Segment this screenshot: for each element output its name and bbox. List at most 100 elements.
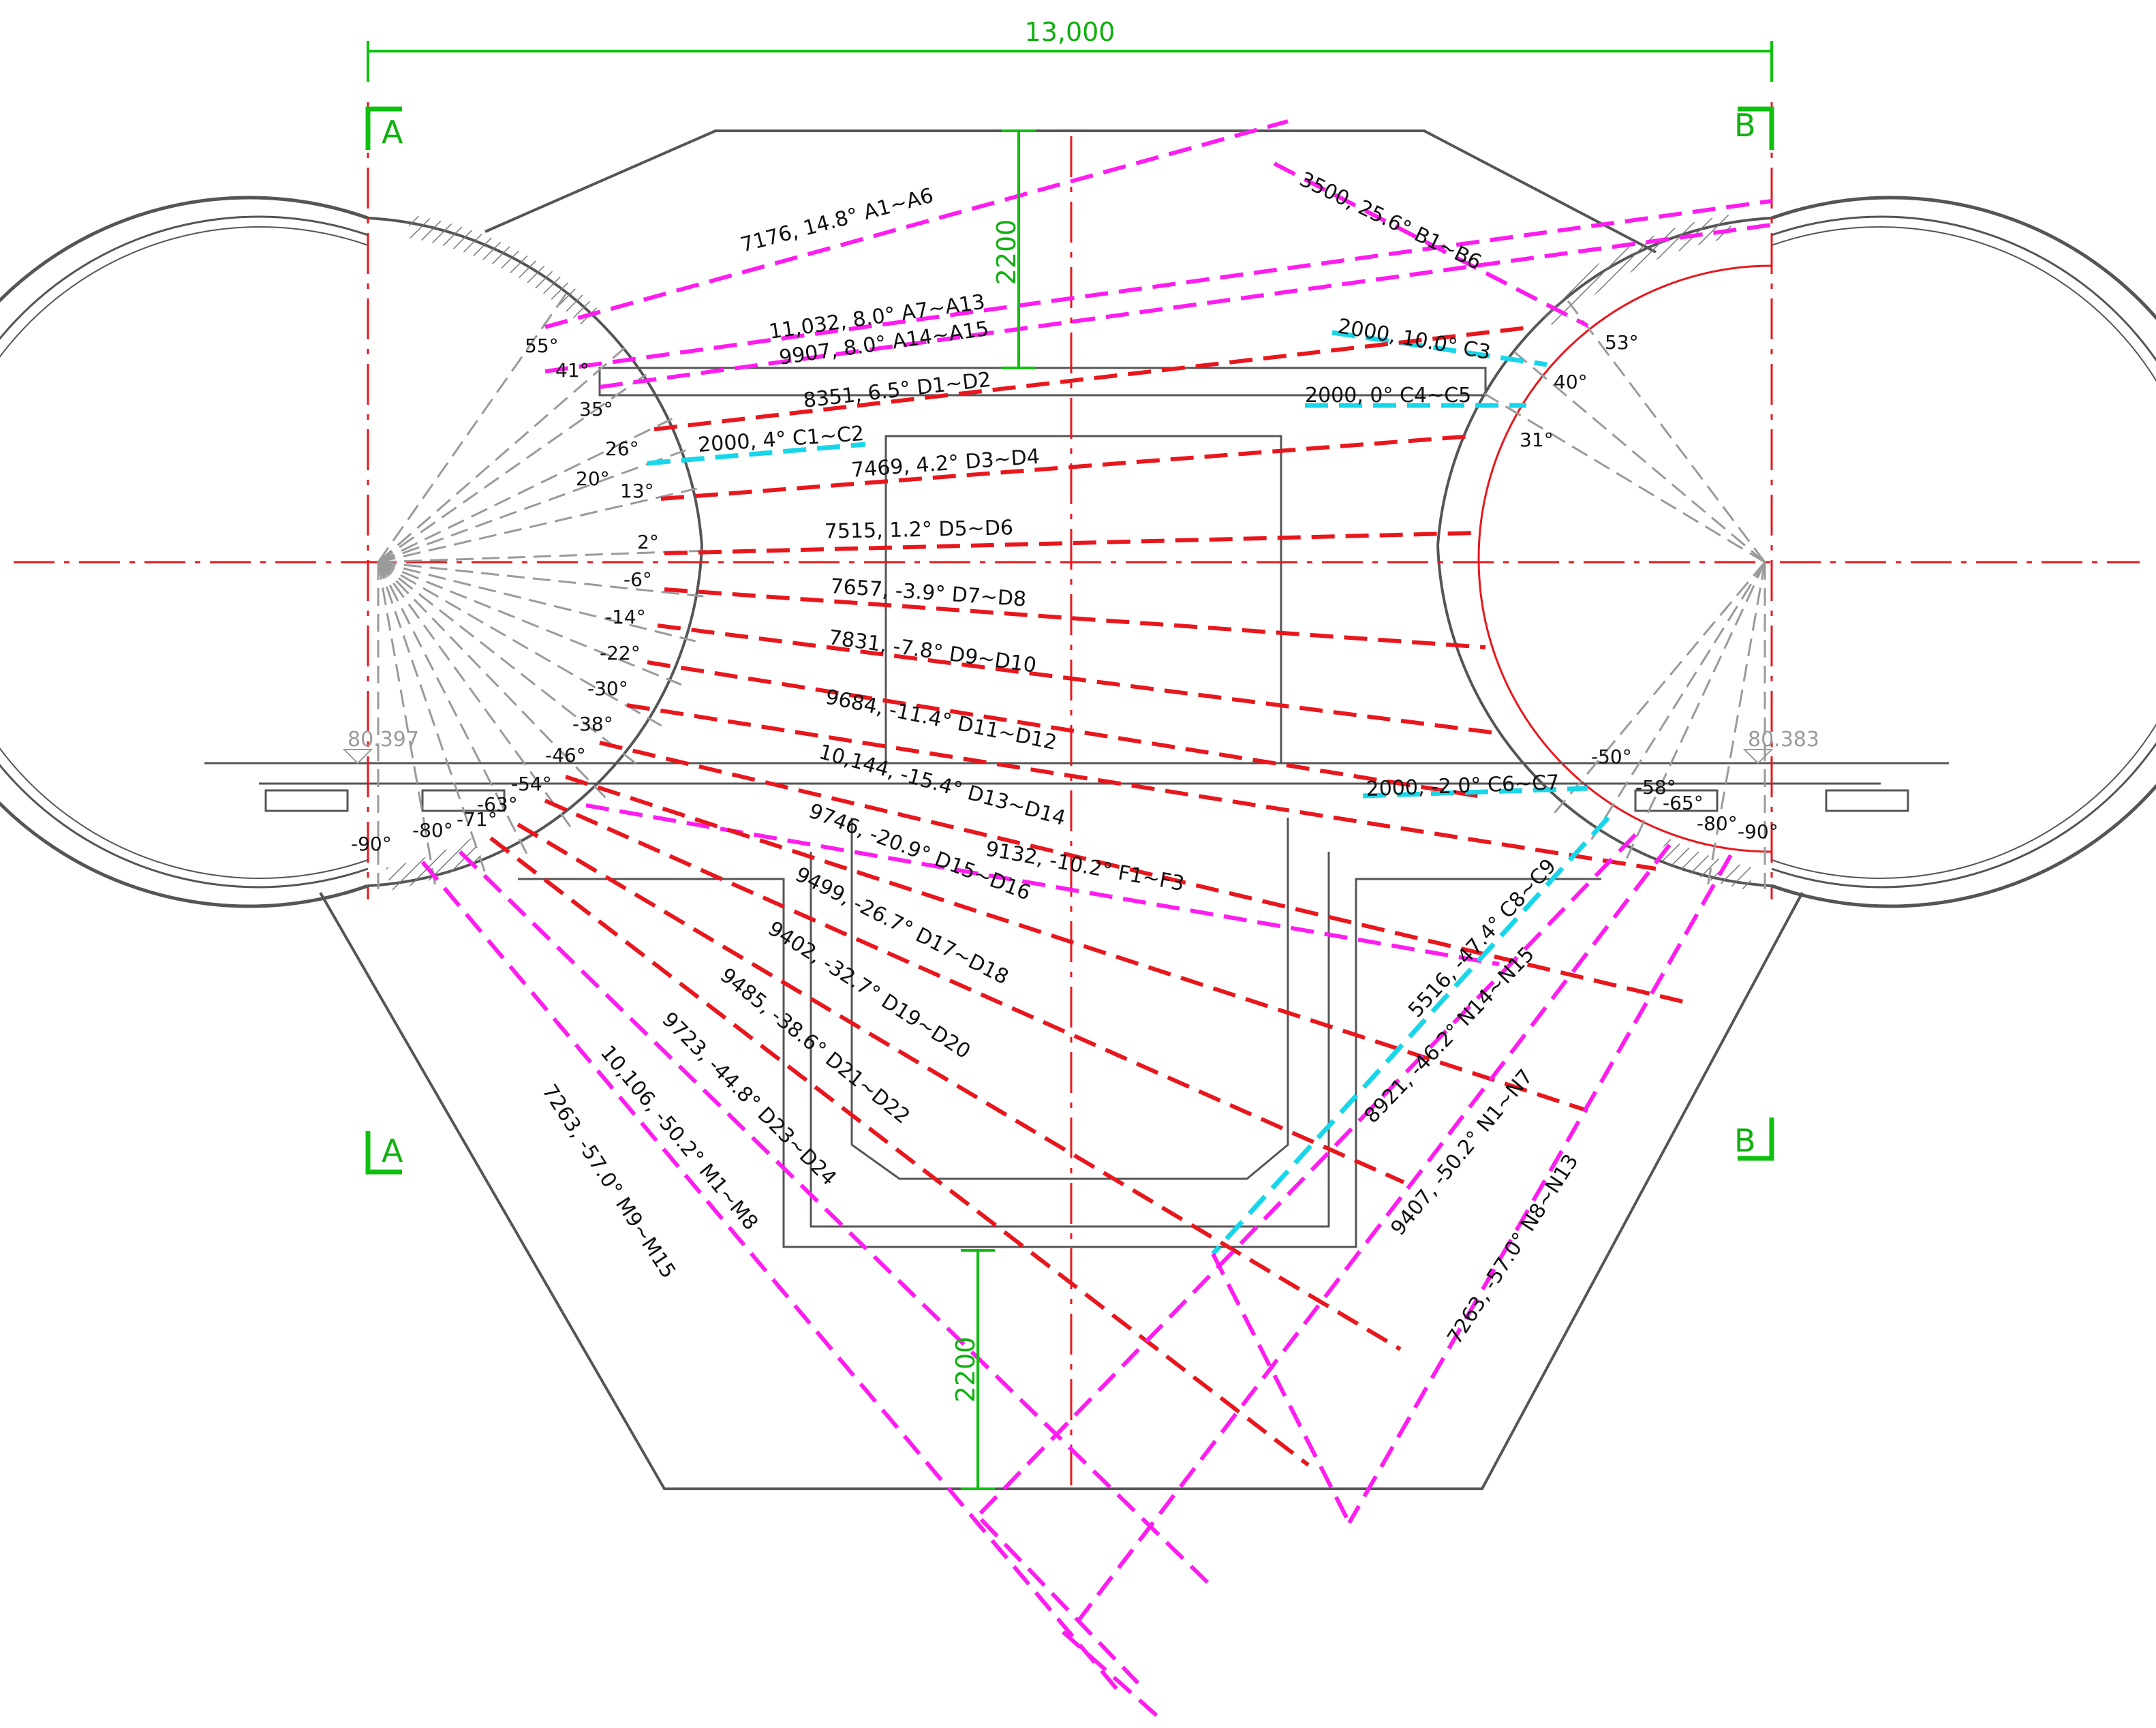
anchor-label: 9684, -11.4° D11~D12 — [823, 685, 1058, 756]
anchor-line-d19-d20 — [544, 799, 1405, 1184]
left-angle-label: 35° — [579, 398, 613, 420]
anchor-line-m1-m8 — [458, 850, 1215, 1590]
cavern-outline — [0, 129, 2156, 1490]
anchor-label: 7263, -57.0° N8~N13 — [1443, 1150, 1583, 1349]
anchor-line-d15-d16 — [599, 741, 1684, 1004]
anchor-label: 7657, -3.9° D7~D8 — [829, 574, 1027, 612]
dimension-top-height-label: 2200 — [991, 219, 1021, 286]
section-label-b-top: B — [1734, 107, 1756, 144]
anchor-line-n8-n13 — [1347, 854, 1733, 1524]
anchor-line-d13-d14 — [626, 703, 1657, 871]
angle-guide-ray — [378, 561, 662, 727]
left-angle-label: -22° — [600, 642, 641, 664]
upper-slab — [598, 367, 1487, 397]
anchor-line-n14-n15 — [972, 833, 1637, 1522]
anchor-line-d21-d22 — [517, 822, 1402, 1351]
anchor-label: 8351, 6.5° D1~D2 — [802, 368, 992, 413]
right-angle-labels: 53° 40° 31° -50° -58° -65° -80° -90° — [1520, 331, 1778, 843]
elevation-left-marker — [342, 749, 373, 765]
angle-guide-ray — [377, 293, 567, 563]
dimension-bottom-height — [961, 1249, 995, 1490]
left-angle-label: -63° — [477, 793, 518, 816]
left-angle-label: 13° — [620, 480, 654, 502]
section-marker-a-top — [365, 106, 402, 150]
right-rail-block-2 — [1825, 789, 1909, 812]
angle-guide-ray — [378, 549, 705, 564]
right-angle-label: -80° — [1697, 812, 1738, 835]
angle-guide-ray — [378, 561, 696, 643]
left-angle-label: -71° — [457, 808, 497, 831]
left-angle-label: 41° — [555, 359, 589, 382]
anchor-line-c1-c2 — [647, 442, 866, 466]
angle-guide-ray — [1625, 561, 1766, 859]
angle-guide-ray — [1554, 561, 1766, 814]
angle-guide-ray — [378, 561, 637, 765]
anchor-line-d17-d18 — [565, 775, 1588, 1113]
anchor-line-d7-d8 — [664, 587, 1486, 649]
anchor-line-c3 — [1331, 330, 1547, 367]
angle-guide-ray — [378, 561, 704, 598]
left-tunnel-ring — [0, 196, 703, 908]
angle-guide-ray — [1483, 392, 1766, 564]
dimension-width — [367, 41, 1773, 82]
elevation-right-marker — [1742, 749, 1774, 765]
anchor-label: 2000, 10.0° C3 — [1336, 314, 1492, 365]
left-angle-label: 20° — [576, 467, 610, 490]
elevation-right: 80.383 — [1748, 728, 1819, 752]
angle-guides — [377, 293, 1766, 889]
section-marker-b-top — [1738, 106, 1774, 150]
drainage-pit-outer — [518, 878, 1601, 1248]
angle-guide-ray — [377, 561, 606, 799]
drainage-pit-middle — [810, 852, 1330, 1228]
anchor-line-n1-n7 — [1068, 844, 1672, 1633]
right-angle-label: -58° — [1635, 776, 1676, 799]
anchor-line-f1-f3 — [585, 803, 1500, 966]
anchor-label: 2000, 0° C4~C5 — [1305, 384, 1471, 407]
left-angle-label: -30° — [587, 677, 628, 700]
anchor-line-d23-d24 — [489, 836, 1310, 1467]
left-angle-label: -46° — [545, 744, 586, 767]
dimension-bottom-height-label: 2200 — [951, 1337, 981, 1403]
anchor-line-c6-c7 — [1362, 786, 1588, 799]
excavation-outline-bottom — [319, 892, 1804, 1490]
section-marker-b-bottom — [1738, 1117, 1774, 1161]
angle-guide-ray — [378, 561, 682, 686]
angle-guide-ray — [377, 561, 486, 872]
anchor-label: 7176, 14.8° A1~A6 — [738, 184, 936, 258]
right-angle-label: 53° — [1605, 331, 1639, 354]
left-angle-label: -80° — [412, 819, 453, 842]
anchor-connector-line — [1062, 1630, 1160, 1719]
center-lines — [14, 102, 2140, 1485]
left-angle-label: -54° — [511, 773, 552, 795]
angle-guide-ray — [377, 561, 572, 828]
section-marker-a-bottom — [365, 1131, 402, 1175]
elevation-left: 80.397 — [348, 728, 419, 752]
angle-guide-ray — [377, 561, 436, 884]
anchor-line-b1-b6 — [1273, 161, 1589, 328]
angle-guide-ray — [378, 487, 698, 564]
right-angle-label: 31° — [1520, 429, 1554, 451]
left-rail-block — [264, 789, 349, 812]
anchor-label: 3500, 25.6° B1~B6 — [1296, 168, 1485, 275]
angle-guide-ray — [378, 449, 686, 564]
drainage-pit-inner — [850, 818, 1289, 1180]
anchor-line-c8-c9 — [1211, 816, 1610, 1256]
right-angle-label: -90° — [1738, 820, 1778, 843]
section-label-b-bottom: B — [1734, 1122, 1756, 1159]
right-rail-block — [1634, 789, 1719, 812]
left-angle-label: 26° — [605, 437, 639, 460]
anchor-line-a7-a13 — [544, 199, 1772, 373]
anchor-line-a1-a6 — [544, 119, 1289, 329]
left-angle-label: -38° — [572, 713, 613, 735]
left-angle-label: 2° — [637, 531, 659, 553]
right-angle-label: -65° — [1663, 792, 1704, 814]
right-angle-label: 40° — [1554, 371, 1588, 393]
dimension-top-height — [1002, 129, 1036, 369]
angle-guide-ray — [1590, 561, 1766, 840]
section-label-a-bottom: A — [382, 1132, 403, 1169]
angle-guide-ray — [377, 561, 528, 854]
left-angle-label: -6° — [623, 568, 652, 591]
anchor-line-d11-d12 — [647, 660, 1486, 799]
